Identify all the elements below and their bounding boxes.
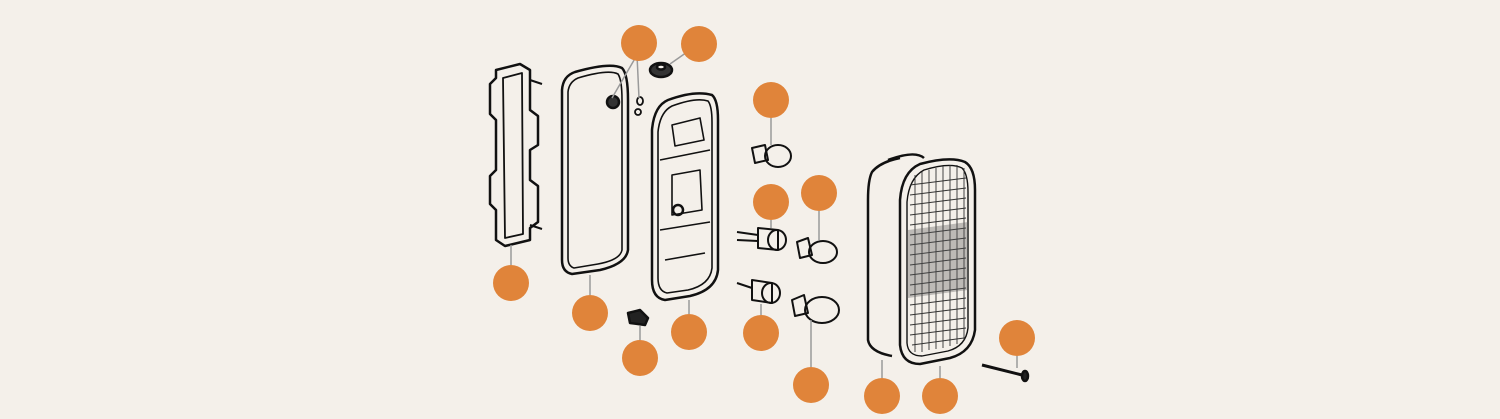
gasket-drawing	[560, 64, 630, 276]
callout-lamp-housing[interactable]	[753, 82, 789, 118]
screw-drawing	[634, 96, 644, 116]
callout-bulb-upper[interactable]	[801, 175, 837, 211]
lens-seal-drawing	[866, 153, 925, 358]
mounting-frame-drawing	[488, 62, 543, 248]
callout-lens-seal[interactable]	[864, 378, 900, 414]
callout-gasket[interactable]	[572, 295, 608, 331]
callout-bulb-holder-lower[interactable]	[743, 315, 779, 351]
lens-screw-drawing	[981, 363, 1030, 383]
bulb-holder-upper-drawing	[736, 227, 787, 251]
leader-lines	[510, 49, 1018, 378]
bulb-holder-lower-drawing	[736, 279, 781, 304]
lamp-housing-drawing	[650, 92, 720, 302]
callout-clip-nut[interactable]	[753, 184, 789, 220]
callout-bulb-lower[interactable]	[793, 367, 829, 403]
bulb-lower-drawing	[791, 294, 840, 324]
callout-lens-screw[interactable]	[999, 320, 1035, 356]
bulb-middle-drawing	[796, 237, 838, 264]
callout-bulb-middle[interactable]	[671, 314, 707, 350]
callout-lens[interactable]	[922, 378, 958, 414]
callout-mounting-frame[interactable]	[493, 265, 529, 301]
bulb-upper-drawing	[751, 144, 792, 168]
clip-nut-drawing	[626, 308, 650, 327]
callout-screw-and-nut[interactable]	[621, 25, 657, 61]
grommet-drawing	[648, 61, 674, 79]
callout-grommet[interactable]	[681, 26, 717, 62]
lens-drawing	[898, 158, 977, 366]
callout-bulb-holder-upper[interactable]	[622, 340, 658, 376]
